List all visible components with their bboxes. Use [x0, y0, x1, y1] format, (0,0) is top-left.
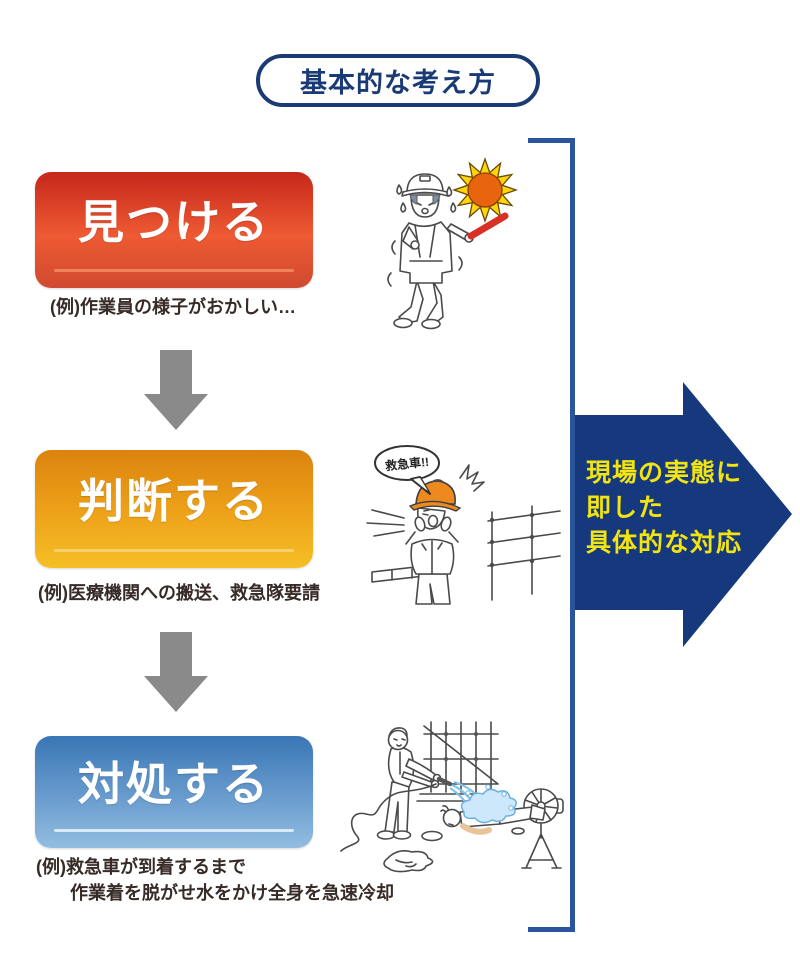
step-box-treat: 対処する	[35, 736, 313, 848]
main-arrow	[575, 382, 792, 647]
down-arrow-icon	[144, 350, 208, 430]
sun-icon	[452, 157, 518, 223]
step-label-find: 見つける	[78, 196, 270, 248]
example-judge-line1: (例)医療機関への搬送、救急隊要請	[38, 583, 320, 603]
rebar-background	[416, 721, 509, 802]
main-arrow-caption-line3: 具体的な対応	[586, 529, 743, 557]
down-arrow-icon	[144, 632, 208, 712]
scaffold	[371, 505, 561, 601]
bracket-bottom-line	[528, 927, 575, 932]
discarded-clothes	[383, 850, 434, 873]
speech-bubble-text: 救急車!!	[384, 454, 429, 474]
main-arrow-shape	[575, 382, 792, 647]
down-arrow-shape	[144, 350, 208, 430]
example-treat-line2: 作業着を脱がせ水をかけ全身を急速冷却	[70, 883, 394, 903]
main-arrow-caption: 現場の実態に 即した 具体的な対応	[586, 456, 756, 561]
water-splash	[449, 780, 517, 824]
example-judge: (例)医療機関への搬送、救急隊要請	[38, 580, 320, 606]
speech-bubble: 救急車!!	[374, 445, 440, 495]
illustration-heatstroke-worker	[387, 157, 518, 330]
down-arrow-shape	[144, 632, 208, 712]
step-underline-treat	[54, 829, 294, 832]
main-arrow-caption-line2: 即した	[586, 494, 665, 522]
example-treat: (例)救急車が到着するまで 作業着を脱がせ水をかけ全身を急速冷却	[36, 854, 394, 906]
fan	[521, 788, 564, 869]
page-title: 基本的な考え方	[300, 68, 496, 98]
step-underline-judge	[54, 549, 294, 552]
worker-figure	[387, 173, 509, 330]
main-arrow-caption-line1: 現場の実態に	[586, 459, 743, 487]
step-underline-find	[54, 269, 294, 272]
example-find-line1: (例)作業員の様子がおかしい…	[50, 297, 296, 317]
step-label-judge: 判断する	[78, 475, 270, 527]
illustration-cooling-worker	[340, 721, 564, 873]
bracket-vertical-line	[570, 138, 575, 932]
standing-helper-figure	[340, 727, 453, 852]
bracket-top-line	[528, 138, 575, 143]
illustration-calling-ambulance: 救急車!!	[366, 445, 561, 605]
example-find: (例)作業員の様子がおかしい…	[50, 294, 296, 320]
step-label-treat: 対処する	[78, 758, 270, 810]
example-treat-line1: (例)救急車が到着するまで	[36, 857, 246, 877]
step-box-judge: 判断する	[35, 450, 313, 568]
step-box-find: 見つける	[35, 172, 313, 288]
title-pill: 基本的な考え方	[256, 54, 540, 107]
